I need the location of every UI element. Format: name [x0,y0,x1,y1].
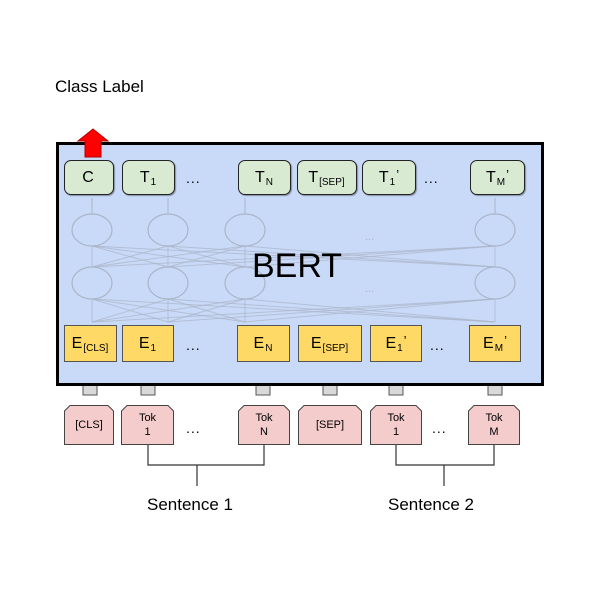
sentence-bracket-1 [147,445,265,486]
embedding-ellipsis-2: ... [430,337,445,353]
token-tok1: Tok 1 [121,405,174,445]
sentence-2-label: Sentence 2 [388,495,475,514]
token-sep: [SEP] [298,405,362,445]
attention-line-1-2-0 [91,245,246,268]
token-tokm: Tok M [468,405,520,445]
layer-ellipsis-0: ... [365,231,374,243]
token-cls: [CLS] [64,405,114,445]
sentence-1-label: Sentence 1 [147,495,234,514]
attention-line-0-2-1 [167,298,246,323]
layer-node-1-1 [147,266,189,300]
layer-node-1-0 [71,266,113,300]
attention-line-0-3-0 [91,298,496,323]
layer-node-0-2 [224,213,266,247]
output-ellipsis-2: ... [424,170,439,186]
layer-node-1-2 [224,266,266,300]
token-tok1-sentence2: Tok 1 [370,405,422,445]
output-box-c: C [64,160,114,195]
layer-node-0-1 [147,213,189,247]
output-ellipsis-1: ... [186,170,201,186]
attention-line-0-3-1 [167,298,496,323]
layer-node-0-0 [71,213,113,247]
token-ellipsis-2: ... [432,420,447,436]
attention-line-0-2-0 [91,298,246,323]
embedding-ellipsis-1: ... [186,337,201,353]
attention-line-1-3-1 [167,245,496,268]
attention-line-1-2-1 [167,245,246,268]
layer-node-1-3 [474,266,516,300]
token-tokn: Tok N [238,405,290,445]
attention-line-1-1-0 [91,245,169,268]
output-box-tsep: T[SEP] [297,160,357,195]
class-label: Class Label [55,77,144,96]
layer-ellipsis-1: ... [365,283,374,295]
attention-line-1-3-2 [244,245,496,268]
embedding-box-cls: E[CLS] [64,325,117,362]
bert-title: BERT [252,247,343,285]
attention-line-0-1-0 [91,298,169,323]
class-label-arrow-icon [76,128,110,158]
layer-node-0-3 [474,213,516,247]
embedding-box-sep: E[SEP] [298,325,362,362]
sentence-bracket-2 [395,445,495,486]
attention-line-1-3-0 [91,245,496,268]
attention-line-0-3-2 [244,298,496,323]
token-ellipsis-1: ... [186,420,201,436]
